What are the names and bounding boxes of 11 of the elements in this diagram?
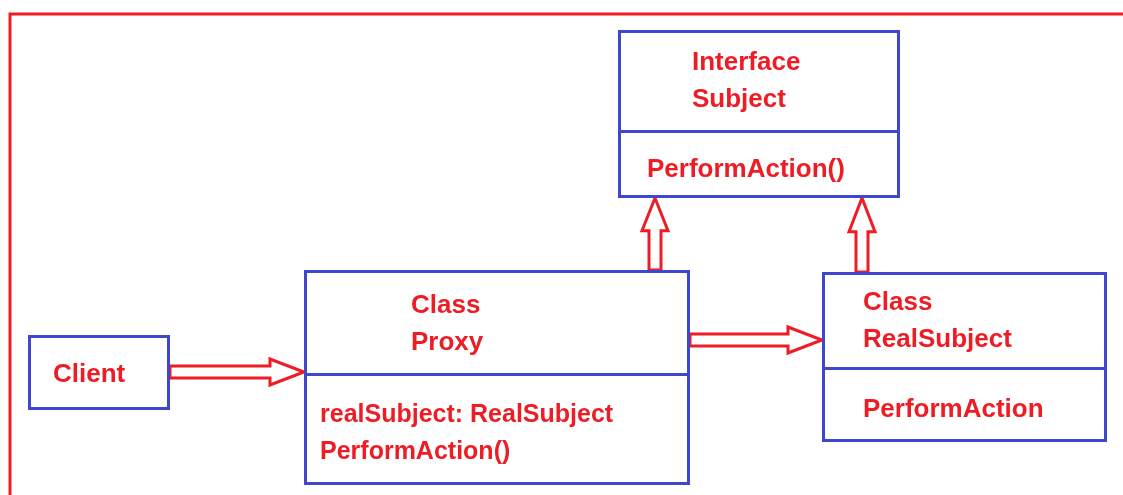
class-box	[822, 272, 1107, 442]
class-name: Class Proxy	[411, 288, 485, 358]
class-box	[304, 270, 690, 485]
class-name: Class RealSubject	[863, 285, 1013, 355]
class-members: PerformAction()	[647, 152, 845, 185]
actor-box	[28, 335, 170, 410]
class-members: PerformAction	[863, 392, 1044, 425]
class-name: Interface Subject	[692, 45, 802, 115]
actor-name: Client	[53, 357, 126, 390]
class-members: realSubject: RealSubject PerformAction()	[320, 398, 615, 466]
class-box	[618, 30, 900, 198]
